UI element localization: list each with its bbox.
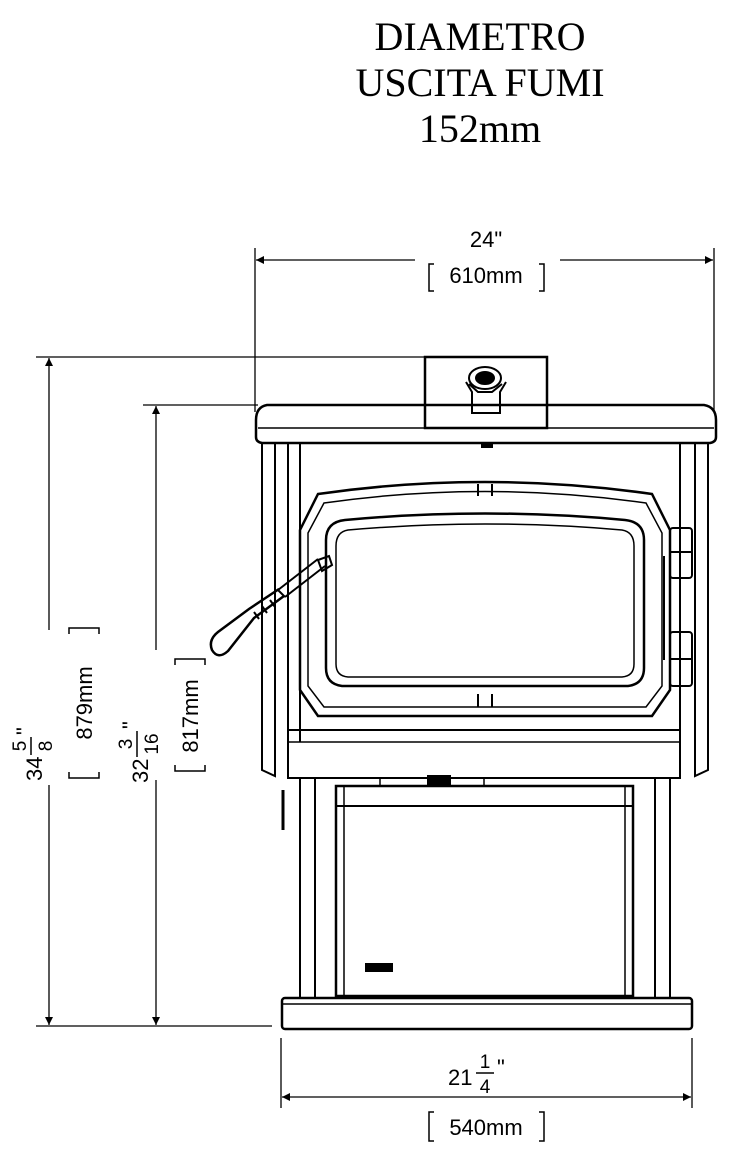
firebox-door-frame: [298, 480, 672, 718]
top-height-metric: 817mm: [178, 679, 203, 752]
base-width-label: 21 1 4 " 540mm: [428, 1052, 545, 1142]
top-width-imperial: 24": [470, 227, 502, 252]
ash-pan-latch-icon: [365, 963, 393, 972]
base-width-whole: 21: [448, 1065, 472, 1090]
door-handle-icon: [209, 554, 334, 657]
right-side-panel: [694, 443, 709, 778]
ash-lip: [287, 729, 681, 779]
total-height-numerator: 5: [10, 741, 31, 752]
base-width-numerator: 1: [480, 1052, 491, 1073]
base-plate: [280, 996, 694, 1031]
top-height-denominator: 16: [142, 733, 163, 754]
door-hinge-icon: [663, 527, 693, 687]
top-plate: [254, 403, 718, 445]
top-width-label: 24" 610mm: [428, 227, 545, 292]
total-height-whole: 34: [22, 757, 47, 781]
total-height-denominator: 8: [36, 741, 57, 752]
title-line-3: 152mm: [418, 106, 542, 151]
top-height-inch: ": [118, 721, 143, 729]
dimension-lines: [36, 248, 715, 1108]
total-height-metric: 879mm: [72, 666, 97, 739]
total-height-inch: ": [12, 727, 37, 735]
top-height-numerator: 3: [116, 739, 137, 750]
base-width-inch: ": [497, 1055, 505, 1080]
stove-outline: [209, 355, 718, 1031]
top-height-whole: 32: [128, 759, 153, 783]
flue-outlet-title: DIAMETRO USCITA FUMI 152mm: [255, 14, 705, 152]
top-width-metric: 610mm: [449, 263, 522, 288]
base-width-metric: 540mm: [449, 1115, 522, 1140]
collar-knob-icon: [465, 366, 507, 414]
top-height-label: 32 3 16 " 817mm: [116, 658, 206, 783]
door-glass: [324, 512, 646, 688]
title-line-1: DIAMETRO: [374, 14, 586, 59]
base-width-denominator: 4: [480, 1077, 491, 1098]
title-line-2: USCITA FUMI: [355, 60, 605, 105]
total-height-label: 34 5 8 " 879mm: [10, 627, 100, 781]
ash-pan: [334, 784, 635, 998]
